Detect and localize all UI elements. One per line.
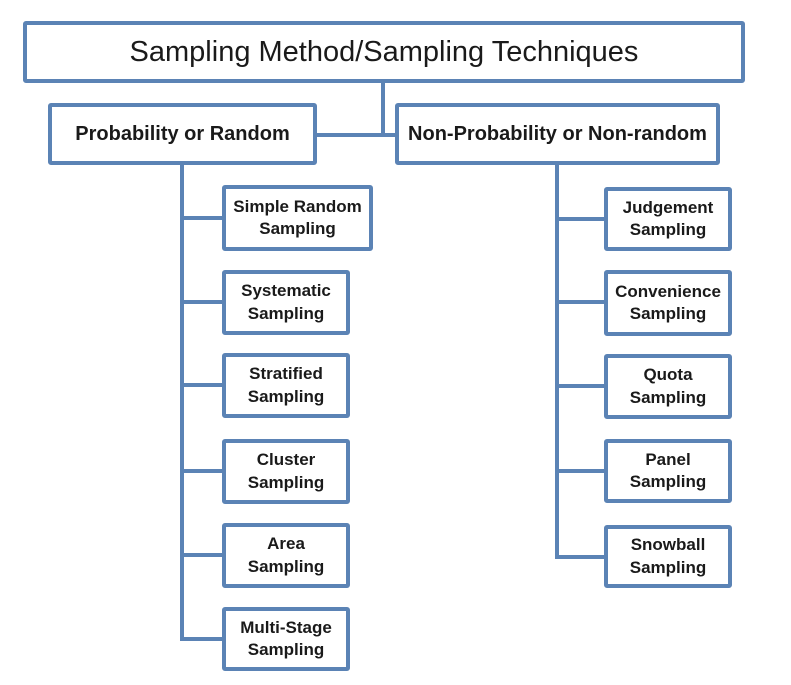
stub-quota — [555, 384, 608, 388]
node-label-line2: Sampling — [247, 386, 325, 406]
node-label-line2: Sampling — [629, 387, 707, 407]
node-label-line1: Area — [267, 534, 305, 554]
node-label-line2: Sampling — [259, 219, 336, 238]
node-area-sampling: Area Sampling — [222, 523, 350, 588]
node-label-line1: Snowball — [630, 535, 706, 555]
stub-stratified — [180, 383, 226, 387]
branch-label: Probability or Random — [75, 122, 290, 145]
node-cluster-sampling: Cluster Sampling — [222, 439, 350, 504]
node-label-line2: Sampling — [247, 303, 325, 323]
node-label-line1: Cluster — [256, 450, 316, 470]
diagram-title: Sampling Method/Sampling Techniques — [129, 35, 639, 68]
trunk-probability — [180, 165, 184, 641]
trunk-non-probability — [555, 165, 559, 559]
node-label-line1: Simple Random — [233, 196, 362, 216]
connector-root-vertical — [381, 83, 385, 137]
stub-area — [180, 553, 226, 557]
node-label-line1: Panel — [645, 449, 691, 469]
node-label-line2: Sampling — [629, 220, 707, 239]
stub-convenience — [555, 300, 608, 304]
node-label-line2: Sampling — [629, 304, 707, 323]
stub-systematic — [180, 300, 226, 304]
stub-multi-stage — [180, 637, 226, 641]
stub-cluster — [180, 469, 226, 473]
branch-node-probability: Probability or Random — [48, 103, 317, 165]
node-systematic-sampling: Systematic Sampling — [222, 270, 350, 335]
stub-panel — [555, 469, 608, 473]
branch-label: Non-Probability or Non-random — [408, 122, 707, 145]
node-stratified-sampling: Stratified Sampling — [222, 353, 350, 418]
node-quota-sampling: Quota Sampling — [604, 354, 732, 419]
node-label-line2: Sampling — [247, 472, 325, 492]
node-label-line2: Sampling — [629, 557, 707, 577]
node-label-line1: Stratified — [249, 364, 323, 384]
node-multi-stage-sampling: Multi-Stage Sampling — [222, 607, 350, 671]
node-convenience-sampling: Convenience Sampling — [604, 270, 732, 336]
node-label-line2: Sampling — [247, 556, 325, 576]
branch-node-non-probability: Non-Probability or Non-random — [395, 103, 720, 165]
stub-judgement — [555, 217, 608, 221]
node-label-line1: Convenience — [615, 281, 721, 301]
node-label-line1: Quota — [643, 365, 693, 385]
node-label-line1: Systematic — [241, 281, 331, 301]
stub-snowball — [555, 555, 608, 559]
node-label-line1: Judgement — [622, 197, 714, 217]
node-label-line1: Multi-Stage — [240, 617, 332, 637]
node-panel-sampling: Panel Sampling — [604, 439, 732, 503]
root-node-sampling-method: Sampling Method/Sampling Techniques — [23, 21, 745, 83]
node-label-line2: Sampling — [629, 472, 707, 491]
node-snowball-sampling: Snowball Sampling — [604, 525, 732, 588]
node-label-line2: Sampling — [247, 640, 325, 659]
stub-simple-random — [180, 216, 226, 220]
node-judgement-sampling: Judgement Sampling — [604, 187, 732, 251]
connector-branches-horizontal — [317, 133, 395, 137]
node-simple-random-sampling: Simple Random Sampling — [222, 185, 373, 251]
